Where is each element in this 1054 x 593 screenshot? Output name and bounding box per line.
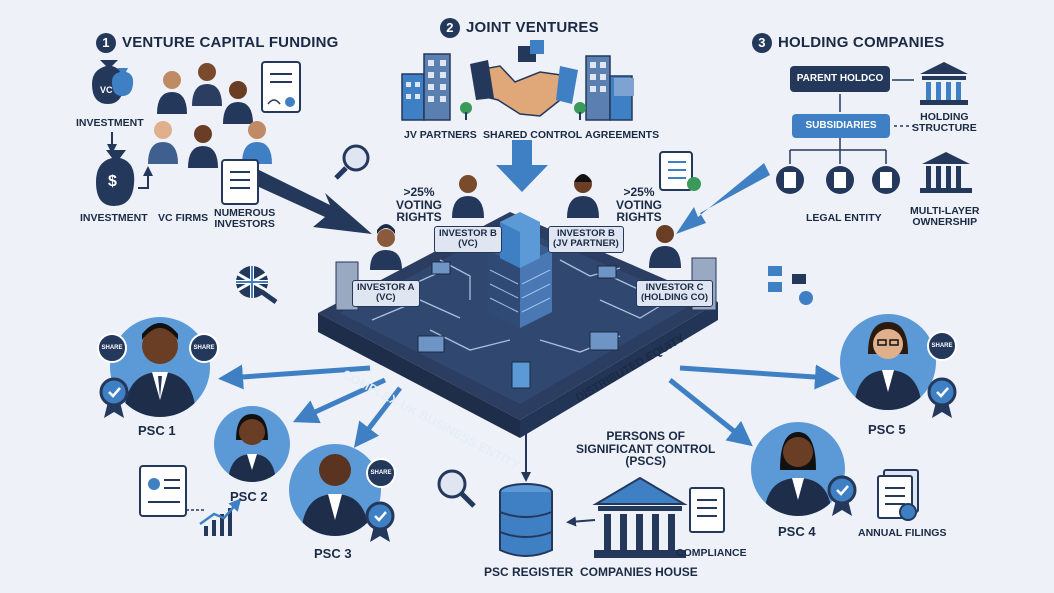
- psc-flow-arrows: [218, 364, 840, 448]
- label-multi-layer-ownership: MULTI-LAYER OWNERSHIP: [910, 205, 980, 229]
- data-network-icon: [768, 266, 813, 305]
- legal-entity-icons: [776, 166, 900, 194]
- label-investment-top: INVESTMENT: [76, 117, 144, 129]
- parent-holdco-box: PARENT HOLDCO: [790, 66, 890, 92]
- document-icon: [261, 61, 301, 113]
- label-numerous-investors: NUMEROUS INVESTORS: [214, 207, 276, 231]
- section-joint-ventures: 2 JOINT VENTURES: [440, 18, 599, 38]
- uk-flag-icon: [236, 266, 278, 305]
- growth-chart-icon: [199, 498, 242, 536]
- section-title-jv: JOINT VENTURES: [466, 18, 599, 36]
- share-badge-3: SHARE: [370, 470, 392, 476]
- database-icon: [499, 483, 553, 557]
- money-bag-label: VC: [100, 85, 113, 95]
- psc-4-avatar: [751, 422, 845, 516]
- share-badges: [97, 331, 957, 488]
- label-companies-house: COMPANIES HOUSE: [580, 565, 698, 579]
- section-holding-companies: 3 HOLDING COMPANIES: [752, 33, 944, 53]
- section-title-vc: VENTURE CAPITAL FUNDING: [122, 33, 339, 51]
- section-venture-capital: 1 VENTURE CAPITAL FUNDING: [96, 33, 339, 53]
- label-shared-control: SHARED CONTROL: [483, 129, 583, 141]
- section-number-2: 2: [440, 18, 460, 38]
- magnifier-icon: [334, 144, 370, 180]
- label-psc-register: PSC REGISTER: [484, 565, 574, 579]
- label-vc-firms: VC FIRMS: [158, 212, 209, 224]
- psc-5-avatar: [840, 314, 936, 410]
- dollar-bag-icon: [96, 150, 135, 206]
- psc-1-label: PSC 1: [138, 423, 176, 438]
- section-number-1: 1: [96, 33, 116, 53]
- share-badge-1: SHARE: [101, 345, 123, 351]
- psc-5-label: PSC 5: [868, 422, 906, 437]
- vc-firm-group-icon: [148, 63, 272, 168]
- checklist-icon: [659, 151, 701, 191]
- label-legal-entity: LEGAL ENTITY: [806, 212, 882, 224]
- verified-medal-icons: [99, 377, 957, 542]
- psc-1-avatar: [110, 317, 210, 417]
- investor-b-jv-label: INVESTOR B (JV PARTNER): [548, 226, 624, 253]
- annual-filings-icon: [877, 469, 919, 521]
- id-card-icon: [139, 465, 206, 517]
- holding-org-connectors: [789, 79, 914, 164]
- label-annual-filings: ANNUAL FILINGS: [858, 527, 947, 539]
- psc-3-label: PSC 3: [314, 546, 352, 561]
- label-investment-bottom: INVESTMENT: [80, 212, 148, 224]
- flow-arrow-hc-to-entity: [676, 163, 770, 234]
- subsidiaries-box: SUBSIDIARIES: [792, 114, 890, 138]
- investor-avatars: [370, 174, 681, 270]
- bank-building-icon: [920, 62, 968, 105]
- vc-small-arrows: [107, 132, 153, 189]
- agreements-buildings-icon: [574, 55, 634, 121]
- flow-arrow-vc-to-entity: [248, 168, 372, 234]
- label-agreements: AGREEMENTS: [585, 129, 660, 141]
- investor-a-label: INVESTOR A (VC): [352, 280, 420, 307]
- voting-rights-right: >25% VOTING RIGHTS: [616, 185, 663, 225]
- label-jv-partners: JV PARTNERS: [404, 129, 477, 141]
- money-bag-icon: [92, 60, 134, 104]
- jv-partner-buildings-icon: [401, 53, 472, 121]
- register-flow-arrow: [521, 430, 596, 527]
- flow-arrow-jv-to-entity: [496, 140, 548, 192]
- share-badge-4: SHARE: [931, 343, 953, 349]
- psc-3-avatar: [289, 444, 381, 536]
- dollar-sign: $: [108, 173, 117, 190]
- multi-layer-building-icon: [920, 152, 972, 193]
- complex-entity-platform: [318, 212, 718, 438]
- investor-c-label: INVESTOR C (HOLDING CO): [636, 280, 714, 307]
- psc-4-label: PSC 4: [778, 524, 816, 539]
- section-title-hc: HOLDING COMPANIES: [778, 33, 945, 51]
- section-number-3: 3: [752, 33, 772, 53]
- investors-document-icon: [221, 159, 259, 205]
- label-compliance: COMPLIANCE: [676, 547, 747, 559]
- label-holding-structure: HOLDING STRUCTURE: [912, 111, 977, 135]
- companies-house-building-icon: [592, 476, 688, 558]
- psc-2-avatar: [214, 406, 290, 482]
- investor-b-vc-label: INVESTOR B (VC): [434, 226, 502, 253]
- compliance-documents-icon: [689, 487, 725, 533]
- puzzle-icon: [518, 40, 544, 62]
- persons-significant-control-label: PERSONS OF SIGNIFICANT CONTROL (PSCs): [576, 429, 716, 469]
- psc-2-label: PSC 2: [230, 489, 268, 504]
- voting-rights-left: >25% VOTING RIGHTS: [396, 185, 443, 225]
- handshake-icon: [470, 60, 578, 117]
- share-badge-2: SHARE: [193, 345, 215, 351]
- register-magnifier-icon: [437, 469, 476, 508]
